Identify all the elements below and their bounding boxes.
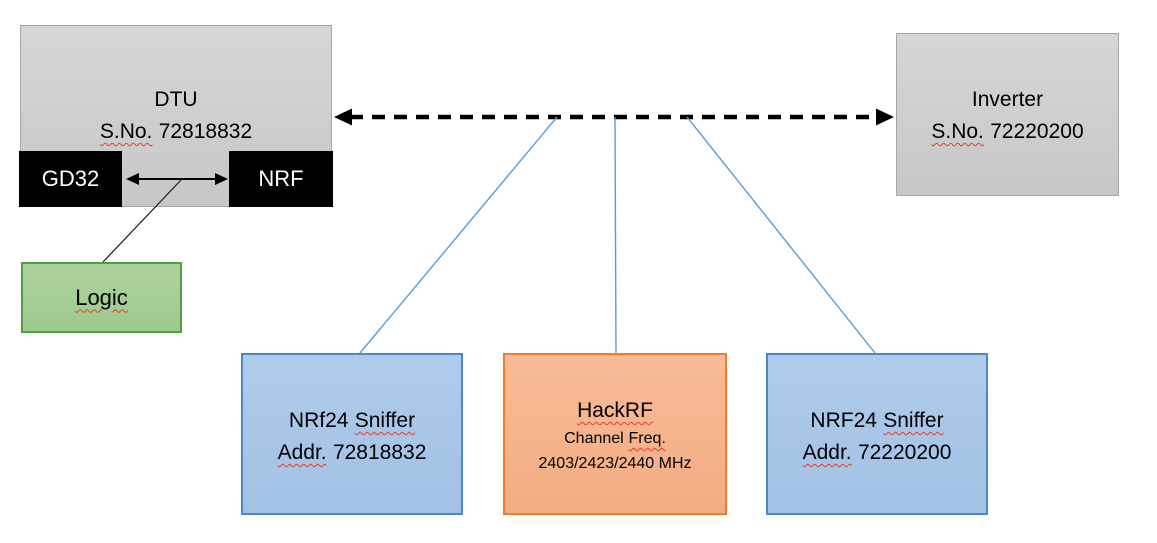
sniffer-right-name-word: Sniffer bbox=[883, 409, 944, 432]
dashed-link-left-arrowhead bbox=[334, 108, 352, 126]
sniffer-right-label: NRF24 Sniffer Addr.72220200 bbox=[768, 405, 986, 469]
dashed-link-right-arrowhead bbox=[876, 108, 894, 126]
inverter-label: Inverter S.No. 72220200 bbox=[897, 84, 1118, 148]
gd32-box: GD32 bbox=[19, 151, 122, 207]
sniffer-right-name-line: NRF24 Sniffer bbox=[768, 405, 986, 437]
sniffer-right-addr-line: Addr.72220200 bbox=[768, 437, 986, 469]
hackrf-title-text: HackRF bbox=[577, 399, 653, 422]
dtu-serial-label: S.No. bbox=[99, 120, 153, 143]
sniffer-left-addr-line: Addr.72818832 bbox=[243, 437, 461, 469]
dtu-label: DTU S.No.72818832 bbox=[21, 84, 331, 148]
inverter-serial-line: S.No. 72220200 bbox=[897, 116, 1118, 148]
hackrf-title: HackRF bbox=[505, 396, 725, 426]
sniffer-left-tap-line bbox=[359, 116, 558, 354]
sniffer-left-name-word: Sniffer bbox=[354, 409, 416, 432]
sniffer-right-addr-number: 72220200 bbox=[857, 441, 952, 464]
hackrf-tap-line bbox=[614, 116, 617, 354]
inverter-title: Inverter bbox=[971, 88, 1044, 111]
inverter-serial-number: 72220200 bbox=[990, 120, 1084, 143]
inverter-box: Inverter S.No. 72220200 bbox=[896, 33, 1119, 196]
hackrf-frequencies: 2403/2423/2440 MHz bbox=[538, 455, 692, 472]
dtu-serial-number: 72818832 bbox=[158, 120, 253, 143]
logic-label: Logic bbox=[75, 284, 128, 310]
gd32-label: GD32 bbox=[41, 166, 100, 191]
sniffer-right-tap-line bbox=[686, 116, 876, 354]
nrf-box: NRF bbox=[229, 151, 333, 207]
sniffer-left-name-prefix: NRf24 bbox=[288, 409, 349, 432]
sniffer-right-name-prefix: NRF24 bbox=[810, 409, 877, 432]
hackrf-freq-label: Freq. bbox=[628, 430, 666, 447]
hackrf-freq-prefix: Channel bbox=[564, 430, 624, 447]
logic-box: Logic bbox=[21, 262, 182, 333]
sniffer-right-box: NRF24 Sniffer Addr.72220200 bbox=[766, 353, 988, 515]
inverter-serial-label: S.No. bbox=[931, 120, 984, 143]
sniffer-left-addr-number: 72818832 bbox=[332, 441, 427, 464]
nrf-label: NRF bbox=[258, 166, 304, 191]
sniffer-right-addr-label: Addr. bbox=[802, 441, 852, 464]
dtu-title: DTU bbox=[154, 88, 198, 111]
dtu-serial-line: S.No.72818832 bbox=[21, 116, 331, 148]
sniffer-left-addr-label: Addr. bbox=[277, 441, 327, 464]
